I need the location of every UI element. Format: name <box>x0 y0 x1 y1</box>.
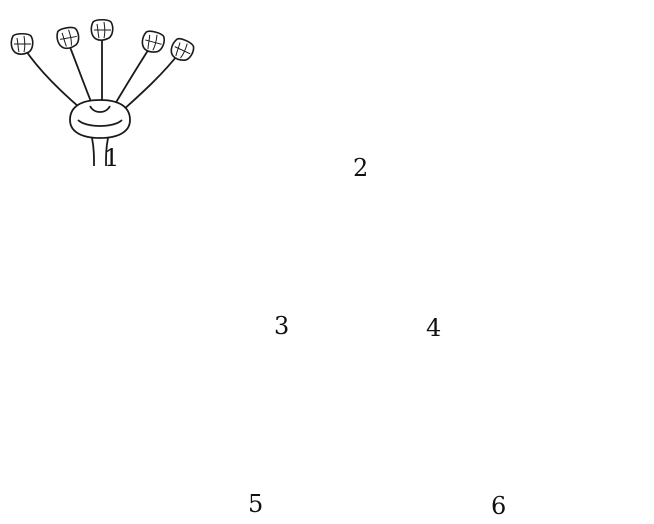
panel-label-6: 6 <box>491 494 506 518</box>
panel-label-2: 2 <box>353 156 368 180</box>
panel-label-5: 5 <box>248 492 263 516</box>
panel-label-1: 1 <box>104 146 119 170</box>
panel-label-4: 4 <box>426 316 441 340</box>
panel-label-3: 3 <box>274 314 289 338</box>
